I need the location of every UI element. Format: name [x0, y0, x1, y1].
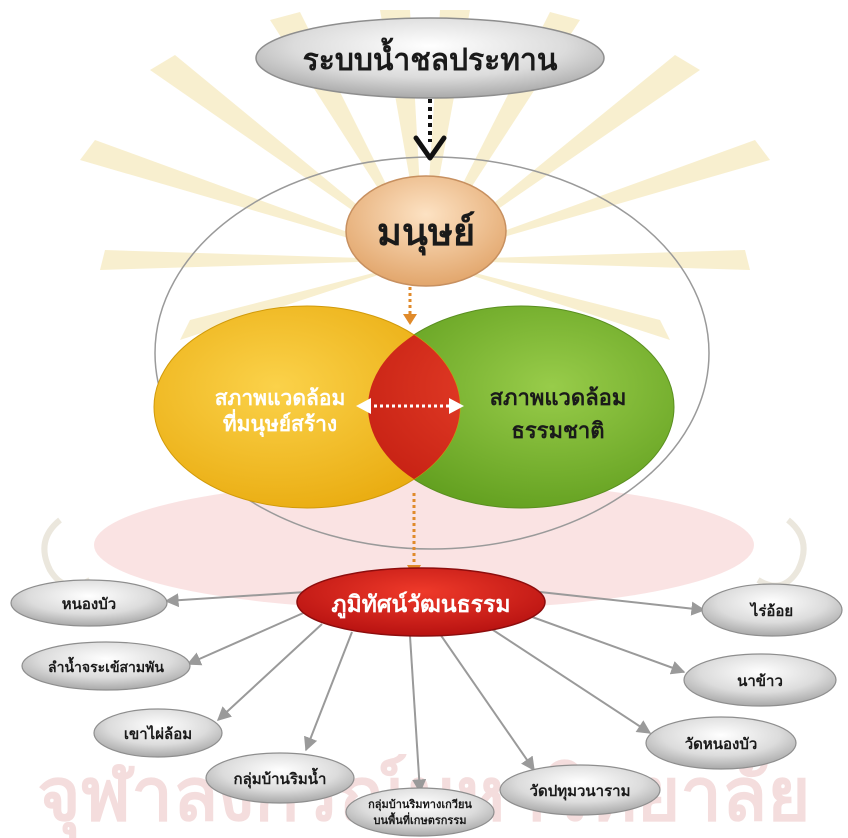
arrow-to-wat-nong-bua [489, 627, 652, 734]
arrow-to-khao-phai [216, 623, 323, 721]
leaf-klum-ban-rim-nam-label: กลุ่มบ้านริมน้ำ [234, 767, 327, 789]
natural-env-label-line2: ธรรมชาติ [511, 419, 604, 444]
human-node: มนุษย์ [345, 175, 507, 287]
leaf-klum-ban-line1: กลุ่มบ้านริมทางเกวียน [368, 798, 472, 812]
leaf-khao-phai: เขาไผ่ล้อม [93, 708, 223, 758]
leaf-wat-nong-bua: วัดหนองบัว [645, 716, 797, 770]
leaf-na-khao-label: นาข้าว [737, 672, 783, 690]
center-node-label: ภูมิทัศน์วัฒนธรรม [331, 591, 510, 619]
arrow-human-to-venn [403, 287, 417, 325]
leaf-arrows [164, 591, 706, 794]
leaf-wat-nong-bua-label: วัดหนองบัว [685, 735, 758, 753]
double-arrow-interaction [356, 398, 464, 414]
arrow-to-klum-ban-rim-thang [409, 635, 427, 794]
top-node-label: ระบบน้ำชลประทาน [303, 37, 558, 78]
leaf-klum-ban-line2: บนพื้นที่เกษตรกรรม [374, 812, 467, 827]
arrow-to-lam-nam [186, 609, 311, 666]
leaf-khao-phai-label: เขาไผ่ล้อม [124, 724, 192, 743]
leaf-nong-bua-label: หนองบัว [62, 595, 116, 613]
leaf-lam-nam: ลำน้ำจระเข้สามพัน [21, 641, 191, 691]
top-node: ระบบน้ำชลประทาน [255, 17, 605, 99]
leaf-klum-ban-rim-nam: กลุ่มบ้านริมน้ำ [205, 752, 355, 804]
leaf-lam-nam-label: ลำน้ำจระเข้สามพัน [48, 656, 164, 676]
center-node: ภูมิทัศน์วัฒนธรรม [296, 567, 546, 637]
arrow-top-to-human [413, 99, 447, 161]
natural-env-label-line1: สภาพแวดล้อม [490, 386, 627, 411]
arrow-venn-to-center [407, 493, 421, 577]
leaf-rai-oi-label: ไร่อ้อย [749, 601, 793, 620]
arrow-to-na-khao [523, 613, 686, 675]
leaf-wat-pathum: วัดปทุมวนาราม [499, 764, 661, 816]
arrow-to-klum-ban-rim-nam [304, 631, 353, 752]
leaf-klum-ban-rim-thang: กลุ่มบ้านริมทางเกวียน บนพื้นที่เกษตรกรรม [345, 787, 495, 837]
leaf-na-khao: นาข้าว [683, 653, 837, 707]
arrow-to-rai-oi [539, 591, 706, 616]
built-env-label-line2: ที่มนุษย์สร้าง [223, 408, 337, 438]
leaf-nong-bua: หนองบัว [10, 579, 168, 627]
leaf-wat-pathum-label: วัดปทุมวนาราม [530, 782, 631, 801]
arrow-to-nong-bua [164, 591, 307, 608]
leaf-rai-oi: ไร่อ้อย [701, 583, 843, 637]
built-env-label-line1: สภาพแวดล้อม [215, 386, 346, 410]
human-node-label: มนุษย์ [377, 210, 475, 256]
arrow-to-wat-pathum [439, 633, 535, 772]
